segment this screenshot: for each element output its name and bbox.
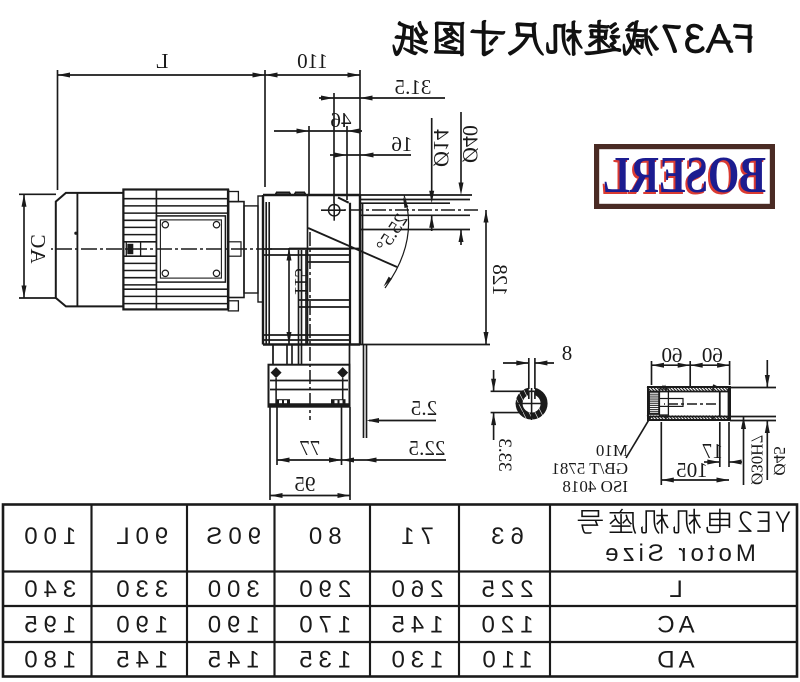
svg-text:33.3: 33.3 xyxy=(494,438,515,471)
svg-text:95: 95 xyxy=(295,472,316,496)
svg-text:77: 77 xyxy=(300,436,321,460)
svg-text:90S: 90S xyxy=(200,523,261,550)
svg-text:BOSERL: BOSERL xyxy=(601,149,764,206)
svg-text:71: 71 xyxy=(395,523,434,550)
svg-text:190: 190 xyxy=(110,612,168,639)
svg-text:180: 180 xyxy=(18,647,76,674)
svg-text:110: 110 xyxy=(476,647,532,674)
svg-text:GB/T 5781: GB/T 5781 xyxy=(551,459,628,478)
svg-text:80: 80 xyxy=(303,523,342,550)
svg-text:260: 260 xyxy=(385,576,443,603)
svg-text:105: 105 xyxy=(676,458,708,482)
svg-text:ISO 4018: ISO 4018 xyxy=(562,477,628,496)
svg-text:290: 290 xyxy=(293,576,351,603)
svg-text:60: 60 xyxy=(662,343,683,367)
svg-text:L: L xyxy=(156,49,169,73)
svg-text:110: 110 xyxy=(297,49,328,73)
svg-text:2.5: 2.5 xyxy=(411,396,437,420)
svg-text:Ø14: Ø14 xyxy=(429,129,454,167)
svg-text:128: 128 xyxy=(488,264,512,296)
svg-text:AC: AC xyxy=(26,234,50,263)
svg-text:145: 145 xyxy=(110,647,168,674)
svg-text:63: 63 xyxy=(485,523,524,550)
svg-text:Ø30H7: Ø30H7 xyxy=(748,434,767,485)
svg-text:22.5: 22.5 xyxy=(409,436,446,460)
svg-text:Motor Size: Motor Size xyxy=(601,540,756,567)
svg-text:120: 120 xyxy=(475,612,533,639)
svg-text:135: 135 xyxy=(293,647,351,674)
svg-text:145: 145 xyxy=(385,612,443,639)
svg-text:130: 130 xyxy=(385,647,443,674)
svg-text:170: 170 xyxy=(293,612,351,639)
svg-text:16: 16 xyxy=(392,132,413,156)
svg-text:Ø45: Ø45 xyxy=(770,446,789,475)
svg-text:BOSERL: BOSERL xyxy=(603,147,766,204)
svg-text:46: 46 xyxy=(331,108,352,132)
svg-text:340: 340 xyxy=(18,576,76,603)
svg-text:115: 115 xyxy=(290,268,311,296)
svg-text:190: 190 xyxy=(202,612,260,639)
svg-text:225: 225 xyxy=(475,576,533,603)
svg-text:Ø40: Ø40 xyxy=(458,125,483,163)
svg-text:31.5: 31.5 xyxy=(395,75,432,99)
svg-text:17: 17 xyxy=(702,439,723,463)
svg-text:M10: M10 xyxy=(596,441,628,460)
svg-text:330: 330 xyxy=(110,576,168,603)
svg-text:145: 145 xyxy=(202,647,260,674)
svg-text:195: 195 xyxy=(18,612,76,639)
svg-text:60: 60 xyxy=(702,343,723,367)
svg-text:L: L xyxy=(665,576,682,603)
svg-text:AC: AC xyxy=(653,612,694,639)
svg-text:100: 100 xyxy=(18,523,76,550)
svg-text:AD: AD xyxy=(653,647,694,674)
svg-text:8: 8 xyxy=(562,341,573,365)
svg-text:300: 300 xyxy=(202,576,260,603)
svg-text:90L: 90L xyxy=(110,523,168,550)
